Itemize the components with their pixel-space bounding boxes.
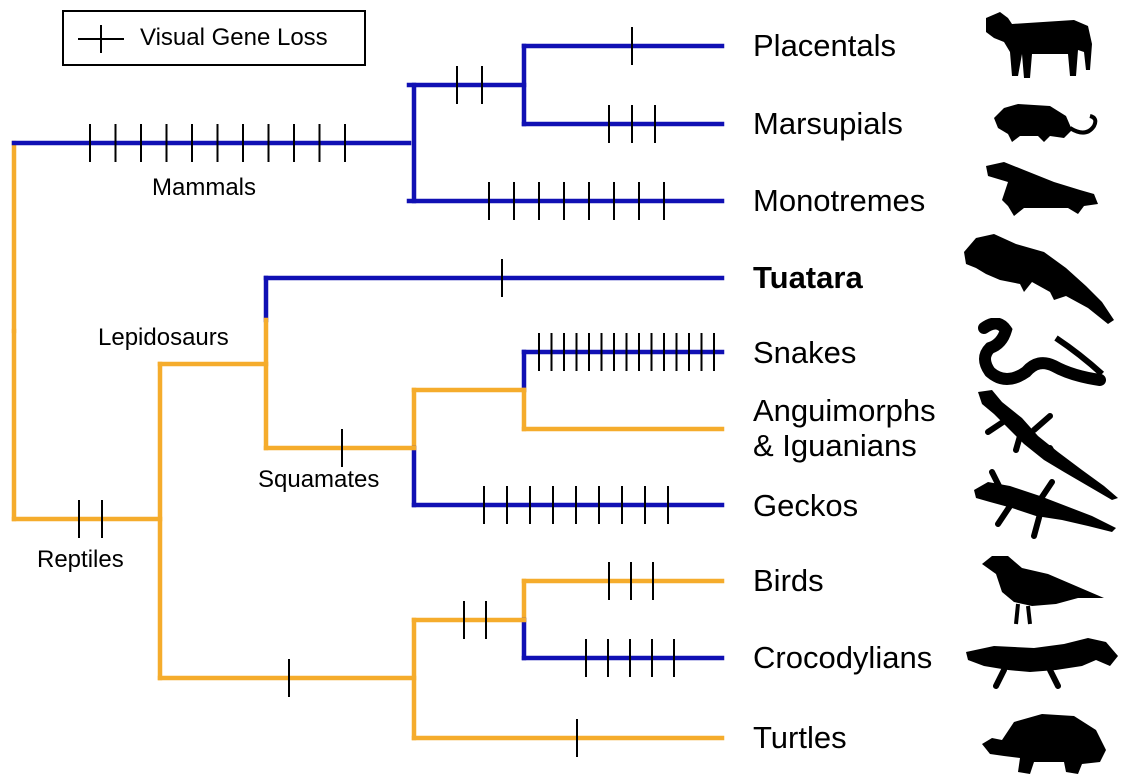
legend-box: Visual Gene Loss: [62, 10, 366, 66]
gene-loss-tick-icon: [78, 25, 124, 53]
taxon-label-snakes: Snakes: [753, 335, 857, 370]
tuatara-icon: [962, 230, 1121, 330]
taxon-label-iguanians: & Iguanians: [753, 428, 917, 463]
taxon-label-anguimorphs: Anguimorphs: [753, 393, 936, 428]
gecko-icon: [970, 466, 1120, 546]
taxon-label-marsupials: Marsupials: [753, 106, 903, 141]
taxon-label-turtles: Turtles: [753, 720, 847, 755]
taxon-label-monotremes: Monotremes: [753, 183, 926, 218]
taxon-label-placentals: Placentals: [753, 28, 897, 63]
clade-label-lepidosaurs: Lepidosaurs: [98, 324, 229, 351]
clade-label-reptiles: Reptiles: [37, 546, 124, 573]
platypus-icon: [984, 160, 1104, 222]
clade-label-squamates: Squamates: [258, 466, 380, 493]
lizard-icon: [972, 386, 1121, 501]
taxon-label-geckos: Geckos: [753, 488, 859, 523]
bird-icon: [978, 552, 1108, 630]
taxon-label-tuatara: Tuatara: [753, 260, 863, 295]
taxon-label-birds: Birds: [753, 563, 824, 598]
snake-icon: [976, 318, 1106, 388]
cow-icon: [982, 8, 1097, 80]
turtle-icon: [978, 710, 1118, 780]
opossum-icon: [990, 96, 1100, 146]
taxon-label-crocodylians: Crocodylians: [753, 640, 933, 675]
crocodile-icon: [964, 636, 1120, 694]
legend-label: Visual Gene Loss: [140, 24, 328, 51]
clade-label-mammals: Mammals: [152, 174, 257, 201]
